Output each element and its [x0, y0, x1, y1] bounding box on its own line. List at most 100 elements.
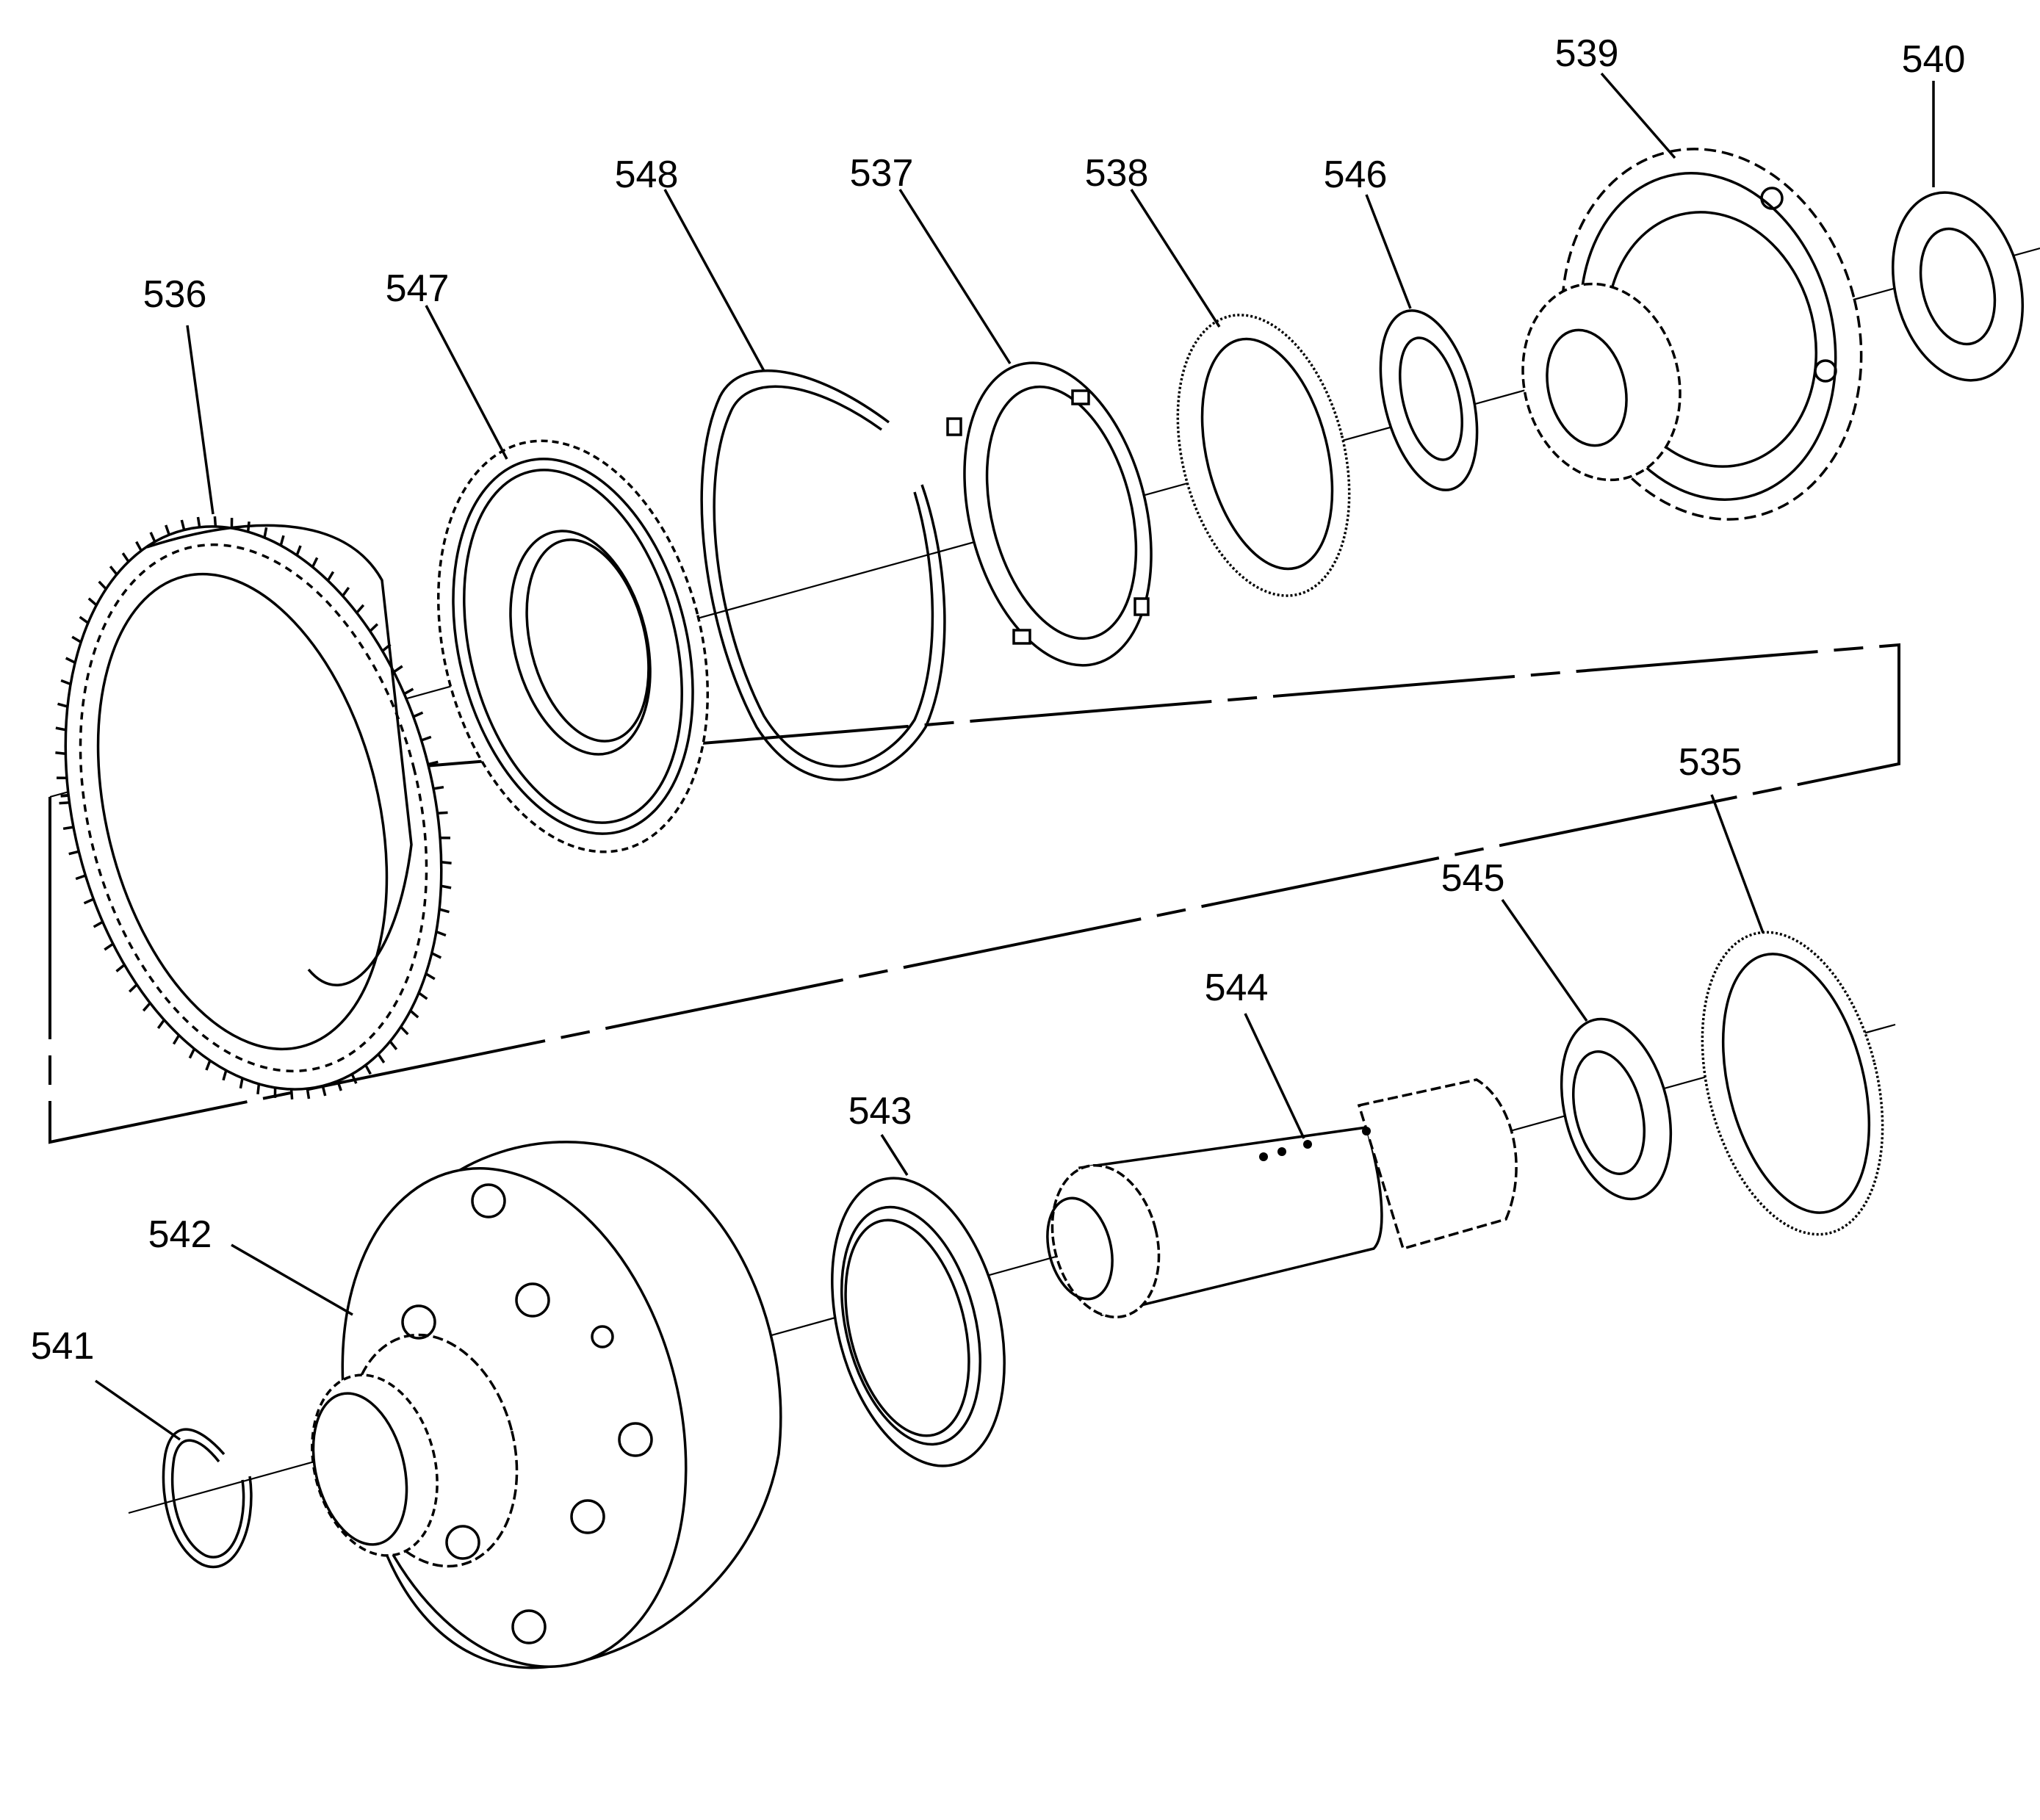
ring-gear-tooth	[58, 704, 68, 707]
ring-gear-tooth	[63, 827, 73, 828]
ring-gear-tooth	[439, 909, 450, 912]
part-543-washer	[804, 1160, 1032, 1484]
ring-gear-tooth	[441, 886, 451, 888]
callout-535: 535	[1679, 741, 1742, 784]
callout-536: 536	[143, 273, 207, 316]
part-547-reaction-plate	[397, 412, 748, 881]
leader-547	[426, 306, 507, 459]
ring-gear-tooth	[357, 605, 364, 613]
part-546-washer	[1364, 300, 1494, 500]
ring-gear-tooth	[248, 521, 250, 532]
leader-543	[882, 1135, 907, 1175]
callout-537: 537	[850, 152, 914, 195]
leader-544	[1245, 1014, 1304, 1138]
ring-gear-tooth	[366, 1065, 371, 1074]
part-542-planet-carrier	[292, 1132, 781, 1703]
leader-548	[665, 189, 764, 371]
ring-gear-tooth	[84, 899, 94, 903]
ring-gear-tooth	[419, 993, 427, 999]
ring-gear-tooth	[436, 932, 446, 936]
ring-gear-tooth	[158, 1020, 164, 1028]
ring-gear-tooth	[281, 535, 284, 545]
ring-gear-tooth	[61, 681, 71, 685]
ring-gear-tooth	[110, 566, 117, 574]
part-538-thrust-bearing	[1150, 297, 1377, 614]
ring-gear-tooth	[60, 803, 70, 804]
part-536-ring-gear	[10, 486, 497, 1129]
ring-gear-tooth	[99, 582, 107, 589]
ring-gear-tooth	[422, 737, 431, 740]
ring-gear-tooth	[123, 553, 129, 562]
ring-gear-tooth	[328, 572, 333, 581]
ring-gear-tooth	[129, 985, 137, 992]
leader-545	[1502, 900, 1587, 1021]
ring-gear-tooth	[137, 542, 142, 551]
callout-542: 542	[148, 1213, 212, 1256]
ring-gear-tooth	[72, 637, 81, 642]
callout-543: 543	[848, 1090, 912, 1133]
part-540-washer	[1874, 178, 2040, 394]
ring-gear-tooth	[401, 1027, 408, 1034]
callout-545: 545	[1441, 857, 1505, 900]
ring-gear-tooth	[297, 546, 300, 555]
ring-gear-tooth	[370, 624, 378, 632]
ring-gear-tooth	[117, 965, 125, 972]
ring-gear-tooth	[240, 1078, 242, 1088]
ring-gear-tooth	[104, 944, 113, 950]
ring-gear-tooth	[55, 753, 65, 754]
ring-gear-tooth	[426, 974, 435, 979]
ring-gear-tooth	[343, 588, 349, 596]
ring-gear-tooth	[151, 532, 155, 542]
ring-gear-tooth	[190, 1049, 194, 1058]
ring-gear-tooth	[166, 525, 170, 535]
ring-gear-tooth	[76, 875, 85, 879]
leader-546	[1366, 195, 1410, 308]
callout-538: 538	[1085, 152, 1149, 195]
ring-gear-tooth	[80, 617, 88, 623]
leader-542	[231, 1245, 353, 1315]
callout-546: 546	[1324, 154, 1388, 196]
callout-539: 539	[1555, 32, 1619, 75]
ring-gear-tooth	[69, 851, 79, 853]
part-548-snap-ring	[702, 371, 945, 780]
part-535-thrust-bearing	[1673, 913, 1912, 1253]
callout-548: 548	[615, 154, 679, 196]
leader-535	[1712, 795, 1763, 933]
ring-gear-tooth	[173, 1036, 179, 1044]
leader-536	[187, 325, 213, 514]
part-539-gear-hub	[1502, 117, 1899, 552]
ring-gear-tooth	[143, 1003, 150, 1011]
ring-gear-tooth	[390, 1041, 397, 1050]
part-541-snap-ring	[163, 1429, 251, 1567]
leader-541	[95, 1381, 180, 1440]
ring-gear-tooth	[94, 922, 103, 927]
part-537-thrust-washer	[935, 343, 1181, 685]
ring-gear-tooth	[181, 520, 184, 530]
ring-gear-tooth	[264, 527, 267, 538]
ring-gear-tooth	[206, 1061, 210, 1070]
ring-gear-tooth	[223, 1070, 226, 1080]
ring-gear-tooth	[307, 1088, 309, 1099]
ring-gear-tooth	[258, 1084, 259, 1094]
ring-gear-tooth	[433, 787, 444, 789]
ring-gear-tooth	[313, 557, 317, 567]
ring-gear-tooth	[56, 728, 66, 730]
ring-gear-tooth	[404, 689, 413, 694]
ring-gear-tooth	[66, 658, 76, 662]
callout-547: 547	[386, 267, 450, 310]
ring-gear-tooth	[414, 712, 423, 717]
callout-541: 541	[31, 1325, 95, 1368]
ring-gear-tooth	[378, 1054, 384, 1063]
ring-gear-tooth	[438, 812, 448, 813]
ring-gear-tooth	[89, 599, 97, 605]
callout-540: 540	[1902, 38, 1966, 81]
ring-gear-tooth	[411, 1011, 419, 1017]
leader-537	[900, 189, 1010, 364]
ring-gear-tooth	[432, 953, 441, 958]
ring-gear-tooth	[198, 517, 200, 527]
callout-544: 544	[1205, 967, 1269, 1009]
part-545-washer	[1544, 1008, 1688, 1210]
part-544-shaft	[1037, 1080, 1516, 1329]
